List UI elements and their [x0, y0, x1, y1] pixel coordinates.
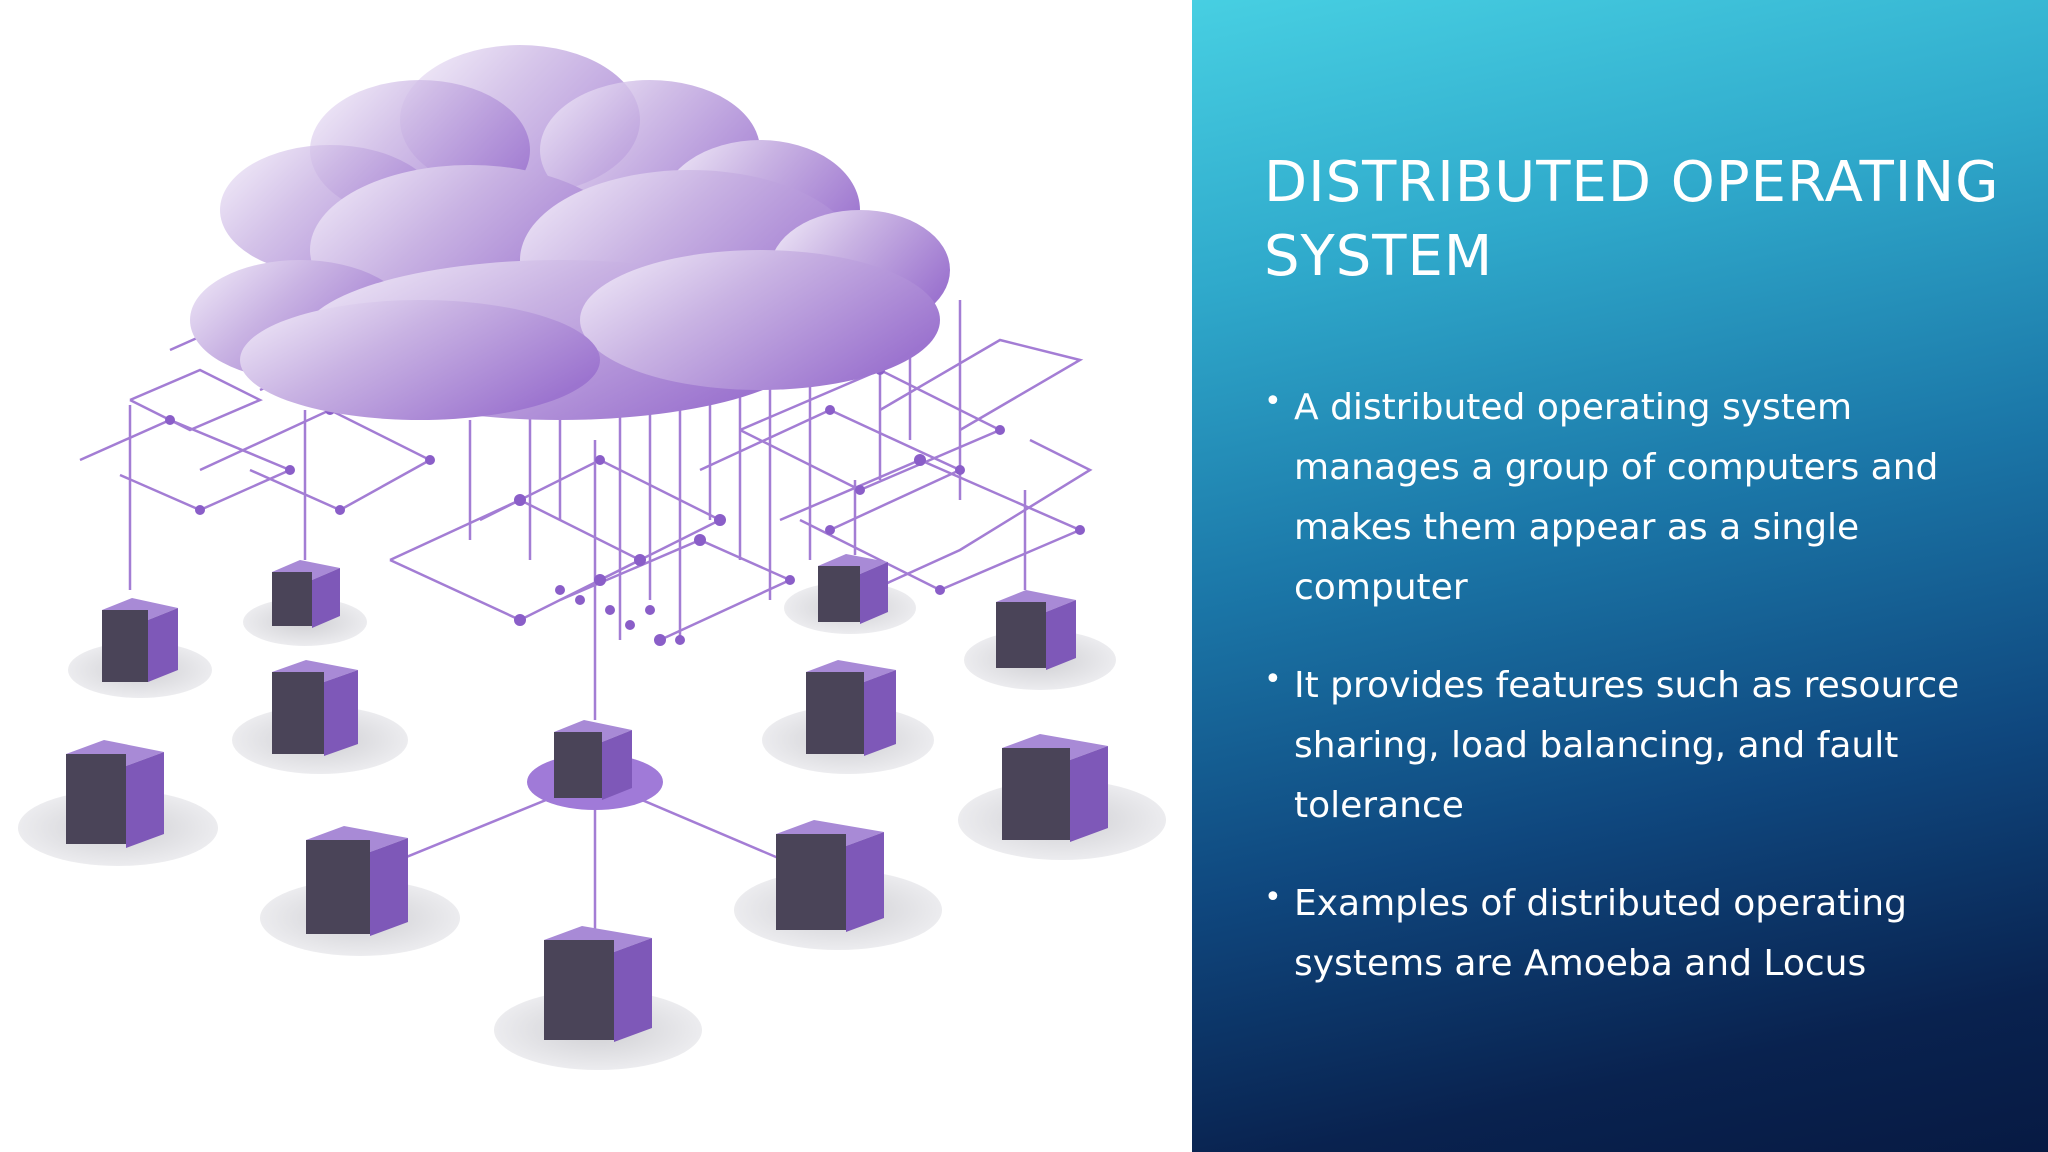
content-panel: DISTRIBUTED OPERATING SYSTEM • A distrib…: [1192, 0, 2048, 1152]
slide-title: DISTRIBUTED OPERATING SYSTEM: [1264, 150, 2000, 289]
bullet-text: It provides features such as resource sh…: [1294, 665, 1960, 826]
cloud-shape: [190, 45, 950, 420]
bullet-item: • It provides features such as resource …: [1264, 656, 2024, 836]
bullet-dot-icon: •: [1264, 662, 1282, 697]
illustration-panel: [18, 45, 1166, 1070]
bullet-text: A distributed operating system manages a…: [1294, 387, 1939, 608]
bullet-text: Examples of distributed operating system…: [1294, 883, 1907, 984]
cloud-network-servers-icon: [18, 45, 1166, 1070]
bullet-dot-icon: •: [1264, 880, 1282, 915]
bullet-dot-icon: •: [1264, 384, 1282, 419]
bullet-list: • A distributed operating system manages…: [1264, 378, 2024, 1032]
bullet-item: • A distributed operating system manages…: [1264, 378, 2024, 618]
bullet-item: • Examples of distributed operating syst…: [1264, 874, 2024, 994]
servers: [18, 554, 1166, 1070]
